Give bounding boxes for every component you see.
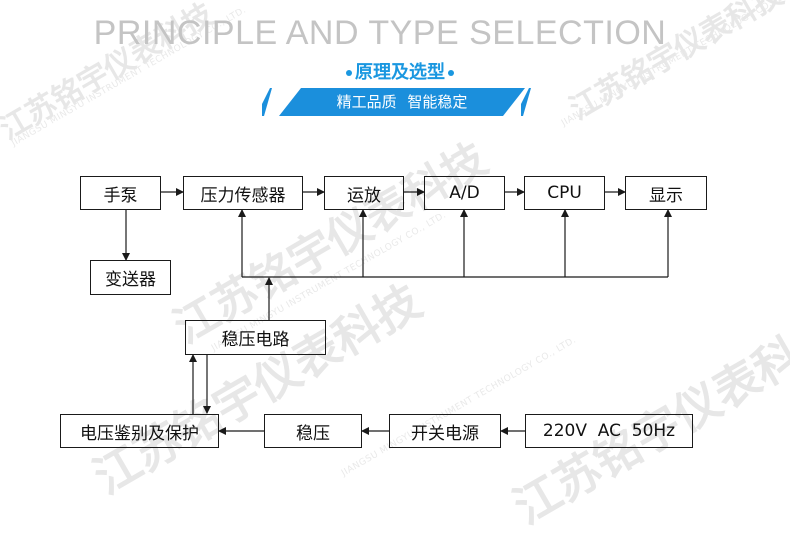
node-pressure-sensor: 压力传感器 [183, 176, 303, 210]
node-cpu: CPU [524, 176, 605, 210]
page-title-cn-wrap: 原理及选型 [0, 58, 790, 84]
node-ac-input: 220V AC 50Hz [525, 414, 693, 448]
node-op-amp: 运放 [324, 176, 404, 210]
node-hand-pump: 手泵 [80, 176, 161, 210]
banner [279, 88, 525, 116]
dot-right-icon [448, 70, 454, 76]
banner-stripe-right [521, 88, 531, 116]
watermark-cn: 江苏铭宇仪表科技 [84, 273, 431, 505]
banner-text: 精工品质 智能稳定 [336, 93, 468, 111]
banner-stripe-left [262, 88, 272, 116]
page-title-cn: 原理及选型 [355, 62, 445, 83]
page-title-en: PRINCIPLE AND TYPE SELECTION [93, 14, 667, 52]
node-ad: A/D [424, 176, 505, 210]
dot-left-icon [346, 70, 352, 76]
node-regulator: 稳压 [264, 414, 362, 448]
node-switch-power: 开关电源 [389, 414, 501, 448]
node-display: 显示 [625, 176, 707, 210]
node-transmitter: 变送器 [90, 260, 171, 295]
node-voltage-protect: 电压鉴别及保护 [60, 414, 219, 448]
watermark-en: JIANGSU MINGYU INSTRUMENT TECHNOLOGY CO.… [340, 335, 579, 479]
node-regulated-circuit: 稳压电路 [185, 320, 326, 355]
